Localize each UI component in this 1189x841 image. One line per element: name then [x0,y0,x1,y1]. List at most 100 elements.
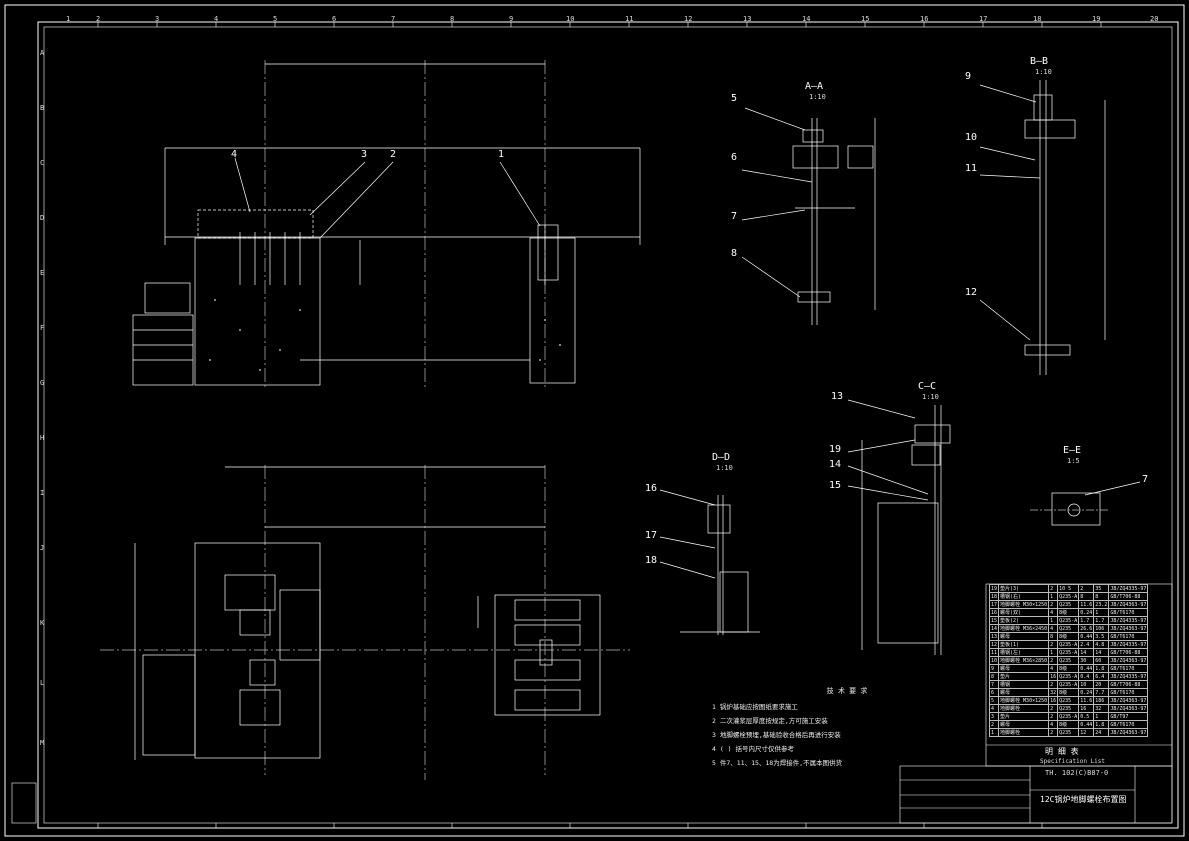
table-cell: 8 [988,672,1000,681]
table-cell: 1 [1048,592,1059,601]
callout-4: 4 [231,149,238,160]
table-cell: Q235 [1057,696,1080,705]
table-cell: JB/ZQ4363-97 [1108,704,1149,713]
table-cell: 地脚螺栓 M30×1250 [998,696,1050,705]
view-title-cc: C–C [918,381,937,392]
view-title-ee: E–E [1063,445,1082,456]
table-cell: 螺母 [998,688,1050,697]
table-cell: Q235-A [1057,648,1080,657]
table-cell: 17 [988,600,1000,609]
table-cell: 5 [988,696,1000,705]
table-cell: 2 [1048,728,1059,737]
table-cell: 地脚螺栓 M30×1250 [998,600,1050,609]
table-cell: 2 [1048,600,1059,609]
table-cell: Q235 [1057,704,1080,713]
table-cell: 3.5 [1093,632,1110,641]
col-label-19: 19 [1092,15,1101,23]
table-cell: 垫片(3) [998,584,1050,593]
table-cell: GB/T97 [1108,712,1149,721]
table-cell: JB/ZQ4363-97 [1108,600,1149,609]
table-cell: 4 [1048,720,1059,729]
note-item: 2 二次灌浆层厚度按规定,方可施工安装 [712,717,828,725]
row-label-d: D [40,214,45,222]
view-scale-cc: 1:10 [922,393,939,401]
table-cell: 槽钢(右) [998,592,1050,601]
table-cell: 9 [988,664,1000,673]
table-cell: 2 [1048,712,1059,721]
table-cell: 地脚螺栓 [998,728,1050,737]
row-label-k: K [40,619,45,627]
table-cell: 2 [1048,680,1059,689]
table-cell: 32 [1048,688,1059,697]
table-cell: 0.4 [1078,672,1095,681]
callout-13: 13 [831,391,844,402]
table-cell: 14 [1078,648,1095,657]
table-cell: 186 [1093,696,1110,705]
table-cell: 16 [1048,696,1059,705]
table-cell: JB/ZQ4363-97 [1108,728,1149,737]
table-cell: Q235 [1057,728,1080,737]
table-cell: 2 [1048,640,1059,649]
table-cell: 0.24 [1078,688,1095,697]
callout-18: 18 [645,555,658,566]
table-cell: 4 [1048,664,1059,673]
table-cell: 0.5 [1078,712,1095,721]
table-cell: 23.2 [1093,600,1110,609]
table-cell: 8级 [1057,608,1080,617]
col-label-1: 1 [66,15,71,23]
table-cell: 18 [988,592,1000,601]
note-item: 3 地脚螺栓预埋,基础验收合格后再进行安装 [712,731,841,739]
col-label-4: 4 [214,15,219,23]
col-label-5: 5 [273,15,278,23]
col-label-10: 10 [566,15,575,23]
table-cell: Q235 [1057,656,1080,665]
drawing-number: TH. 102(C)B87-0 [1045,769,1109,777]
col-label-20: 20 [1150,15,1159,23]
table-cell: Q235 [1057,600,1080,609]
table-cell: 2 [1078,584,1095,593]
table-cell: 1 [1093,712,1110,721]
table-cell: JB/ZQ4335-97 [1108,584,1149,593]
table-cell: Q235-A [1057,616,1080,625]
col-label-15: 15 [861,15,870,23]
table-cell: 螺母(双) [998,608,1050,617]
callout-10: 10 [965,132,978,143]
view-scale-dd: 1:10 [716,464,733,472]
table-cell: 0.44 [1078,720,1095,729]
row-label-e: E [40,269,45,277]
note-item: 4 ( ) 括号内尺寸仅供参考 [712,745,794,753]
table-cell: 4 [1048,624,1059,633]
col-label-14: 14 [802,15,811,23]
table-cell: 20 [1093,680,1110,689]
table-cell: 4 [1048,608,1059,617]
table-cell: 14 [988,624,1000,633]
table-cell: 7.7 [1093,688,1110,697]
table-cell: 槽钢 [998,680,1050,689]
table-cell: 槽钢(左) [998,648,1050,657]
callout-2: 2 [390,149,397,160]
table-cell: 6.4 [1093,672,1110,681]
table-cell: Q235-A [1057,640,1080,649]
col-label-18: 18 [1033,15,1042,23]
table-cell: 2 [988,720,1000,729]
table-cell: 垫片 [998,672,1050,681]
table-cell: JB/ZQ4363-97 [1108,696,1149,705]
table-cell: 1 [1093,608,1110,617]
table-cell: 60 [1093,656,1110,665]
table-cell: 8 [1048,632,1059,641]
col-label-8: 8 [450,15,455,23]
view-scale-aa: 1:10 [809,93,826,101]
table-cell: 8级 [1057,664,1080,673]
callout-14: 14 [829,459,842,470]
note-item: 5 件7、11、15、18为焊接件,不属本图供货 [712,759,843,767]
